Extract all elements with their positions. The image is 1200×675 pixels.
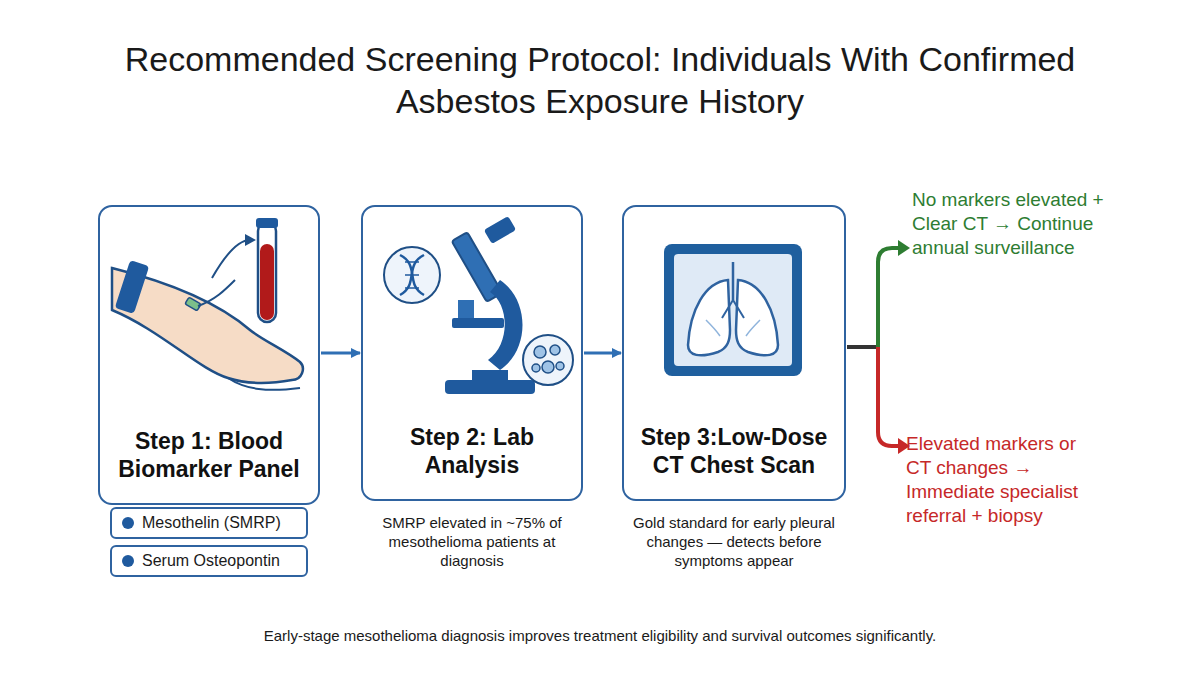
biomarker-name: Serum Osteopontin [142, 551, 280, 571]
flow-arrow [584, 352, 621, 355]
diagram-title: Recommended Screening Protocol: Individu… [100, 38, 1100, 122]
biomarker-pill: Mesothelin (SMRP) [110, 507, 308, 539]
branch-arrows [847, 240, 910, 454]
biomarker-name: Mesothelin (SMRP) [142, 513, 281, 533]
step-box: Step 1: Blood Biomarker Panel [98, 205, 320, 505]
microscope-illustration [384, 216, 573, 394]
step-note: SMRP elevated in ~75% of mesothelioma pa… [357, 513, 587, 570]
step-heading: Step 2: Lab Analysis [371, 423, 573, 479]
biomarker-pill: Serum Osteopontin [110, 545, 308, 577]
bullet-dot [122, 555, 134, 567]
diagram-caption: Early-stage mesothelioma diagnosis impro… [100, 626, 1100, 646]
step-box: Step 2: Lab AnalysisSMRP elevated in ~75… [361, 205, 583, 501]
step-box: Step 3:Low-Dose CT Chest ScanGold standa… [622, 205, 846, 501]
step-heading: Step 3:Low-Dose CT Chest Scan [632, 423, 836, 479]
step-note: Gold standard for early pleural changes … [618, 513, 850, 570]
outcome-label: No markers elevated + Clear CT → Continu… [912, 188, 1112, 260]
flow-arrow [321, 352, 360, 355]
outcome-label: Elevated markers or CT changes → Immedia… [906, 432, 1102, 528]
step-heading: Step 1: Blood Biomarker Panel [108, 427, 310, 483]
blood-draw-illustration [112, 218, 303, 390]
ct-scan-illustration [664, 244, 802, 376]
bullet-dot [122, 517, 134, 529]
